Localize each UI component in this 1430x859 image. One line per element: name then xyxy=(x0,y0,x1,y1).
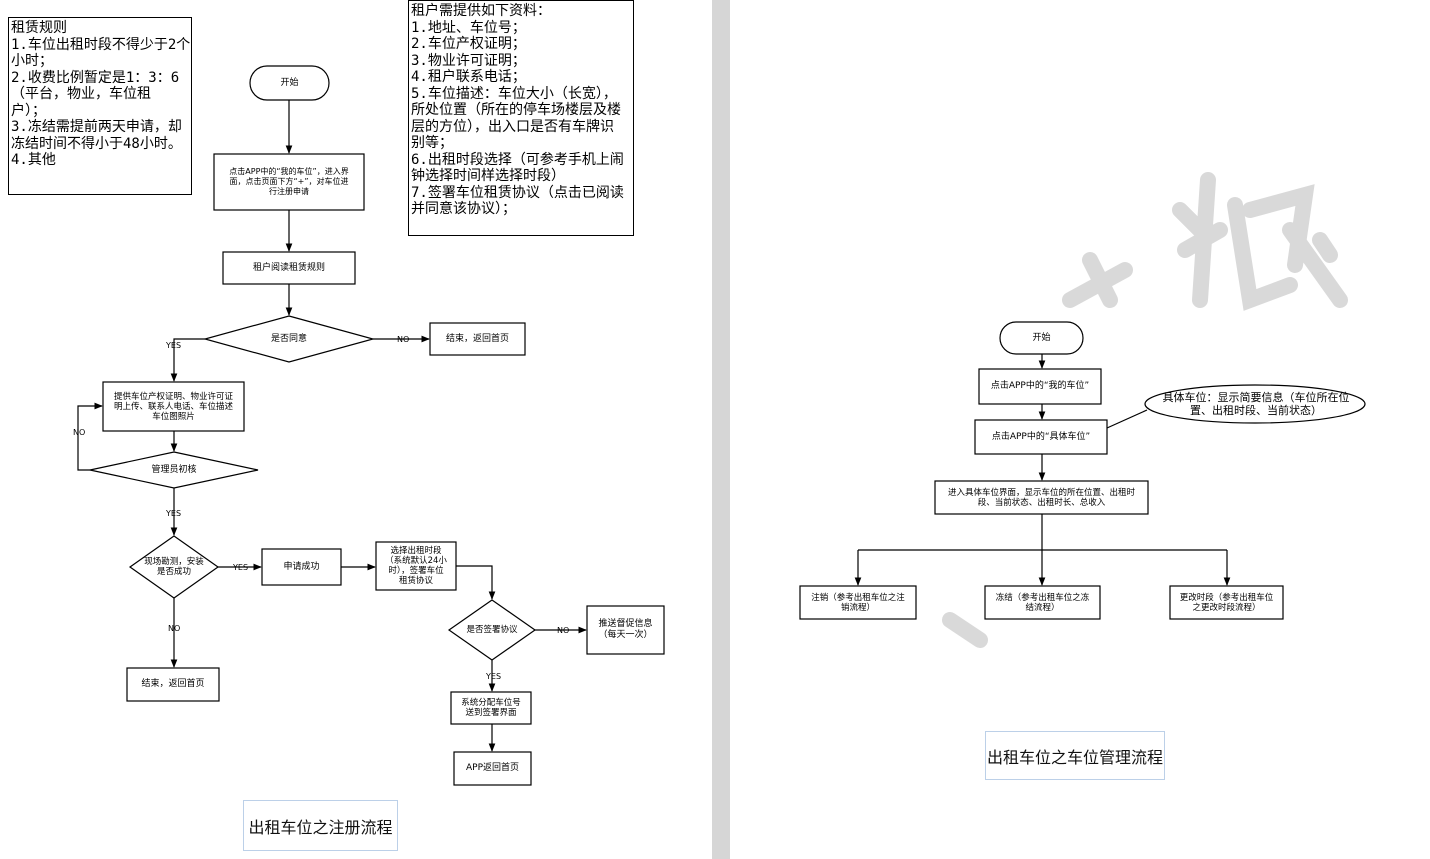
admin-review-decision: 管理员初核 xyxy=(151,464,197,475)
signed-decision: 是否签署协议 xyxy=(466,624,518,635)
materials-line: 4.租户联系电话； xyxy=(411,69,526,85)
right-page-caption: 出租车位之车位管理流程 xyxy=(985,731,1165,780)
read-rules-node-shape xyxy=(222,251,356,285)
left-page: 租赁规则 1.车位出租时段不得少于2个 小时； 2.收费比例暂定是1：3：6 （… xyxy=(0,0,712,859)
materials-line: 3.物业许可证明； xyxy=(411,52,526,69)
materials-line: 1.地址、车位号； xyxy=(411,19,526,36)
materials-line: 层的方位），出入口是否有车牌识 xyxy=(411,118,614,135)
rules-line: 1.车位出租时段不得少于2个 xyxy=(11,36,191,53)
edge-choose-signed xyxy=(456,565,496,600)
no-label: NO xyxy=(397,335,410,344)
tenant-materials-box: 租户需提供如下资料： 1.地址、车位号； 2.车位产权证明； 3.物业许可证明；… xyxy=(408,0,634,236)
rules-line: 冻结时间不得小于48小时。 xyxy=(11,135,182,152)
rules-line: 3.冻结需提前两天申请，却 xyxy=(11,119,182,135)
cancel-node: 注销（参考出租车位之注 销流程） xyxy=(811,592,905,613)
start-node: 开始 xyxy=(280,77,299,88)
agree-decision: 是否同意 xyxy=(270,333,307,344)
materials-line: 6.出租时段选择（可参考手机上闹 xyxy=(411,151,624,168)
rules-line: 租赁规则 xyxy=(11,20,67,36)
end-home-1-node: 结束，返回首页 xyxy=(445,333,509,344)
yes-label: YES xyxy=(166,341,182,350)
materials-line: 7.签署车位租赁协议（点击已阅读 xyxy=(411,184,624,201)
site-check-decision: 现场勘测，安装 是否成功 xyxy=(144,557,204,577)
change-period-node: 更改时段（参考出租车位 之更改时段流程） xyxy=(1179,592,1274,613)
no-label: NO xyxy=(73,428,86,437)
app-home-node: APP返回首页 xyxy=(465,763,519,773)
edge-agree-yes xyxy=(170,338,205,382)
end-home-1-node-shape xyxy=(429,322,526,356)
enter-register-node: 点击APP中的“我的车位”，进入界 面，点击页面下方“+”，对车位进 行注册申请 xyxy=(229,167,349,196)
specific-spot-node: 点击APP中的“具体车位” xyxy=(991,431,1091,442)
assign-spot-node-shape xyxy=(450,691,532,725)
push-reminder-node-shape xyxy=(586,605,665,655)
materials-line: 所处位置（所在的停车场楼层及楼 xyxy=(411,102,621,118)
yes-label: YES xyxy=(166,509,182,518)
watermark-shape xyxy=(942,172,1348,648)
assign-spot-node: 系统分配车位号 送到签署界面 xyxy=(461,698,521,718)
materials-line: 别等； xyxy=(411,135,453,151)
rules-line: 4.其他 xyxy=(11,152,56,168)
materials-line: 并同意该协议）； xyxy=(411,201,516,217)
right-page: 开始 点击APP中的“我的车位” 点击APP中的“具体车位” 具体车位：显示简要… xyxy=(730,0,1430,859)
rules-line: 2.收费比例暂定是1：3：6 xyxy=(11,69,180,86)
right-flowchart-lines xyxy=(799,321,1366,620)
spot-detail-node-shape xyxy=(934,480,1149,515)
rules-line: 小时； xyxy=(11,53,53,69)
choose-period-node-shape xyxy=(375,541,457,591)
yes-label: YES xyxy=(486,672,502,681)
no-label: NO xyxy=(168,624,181,633)
spot-info-note: 具体车位：显示简要信息（车位所在位 置、出租时段、当前状态） xyxy=(1162,391,1350,417)
end-home-2-node-shape xyxy=(126,667,220,702)
read-rules-node: 租户阅读租赁规则 xyxy=(252,262,325,273)
change-period-node-shape xyxy=(1169,585,1284,620)
choose-period-node: 选择出租时段 （系统默认24小 时），签署车位 租赁协议 xyxy=(385,546,447,586)
materials-line: 租户需提供如下资料： xyxy=(411,3,551,19)
freeze-node-shape xyxy=(984,585,1101,620)
no-label: NO xyxy=(557,626,570,635)
my-spot-node: 点击APP中的“我的车位” xyxy=(990,381,1090,391)
r-start-node: 开始 xyxy=(1032,332,1051,343)
edge-specific-info xyxy=(1106,409,1148,429)
app-home-node-shape xyxy=(453,751,532,786)
materials-line: 2.车位产权证明； xyxy=(411,36,526,52)
apply-ok-node-shape xyxy=(261,548,342,586)
materials-line: 钟选择时间样选择时段） xyxy=(411,168,565,184)
rules-line: 户）； xyxy=(11,102,46,119)
materials-line: 5.车位描述：车位大小（长宽）， xyxy=(411,85,617,102)
agree-decision-shape xyxy=(202,315,376,363)
enter-register-node-shape xyxy=(213,153,365,211)
apply-ok-node: 申请成功 xyxy=(283,561,320,572)
specific-spot-node-shape xyxy=(974,419,1108,455)
edge-review-no xyxy=(77,402,103,471)
spot-detail-node: 进入具体车位界面，显示车位的所在位置、出租时 段、当前状态、出租时长、总收入 xyxy=(947,487,1135,508)
cancel-node-shape xyxy=(799,585,917,620)
spot-info-ellipse-shape xyxy=(1144,384,1366,424)
provide-docs-node: 提供车位产权证明、物业许可证 明上传、联系人电话、车位描述 车位图照片 xyxy=(113,391,233,422)
push-reminder-node: 推送督促信息 （每天一次） xyxy=(598,619,653,640)
yes-label: YES xyxy=(233,563,249,572)
freeze-node: 冻结（参考出租车位之冻 结流程） xyxy=(995,592,1090,613)
left-page-caption: 出租车位之注册流程 xyxy=(243,800,398,851)
rules-line: （平台，物业，车位租 xyxy=(11,86,151,102)
page-gap xyxy=(712,0,730,859)
rental-rules-box: 租赁规则 1.车位出租时段不得少于2个 小时； 2.收费比例暂定是1：3：6 （… xyxy=(8,17,192,195)
my-spot-node-shape xyxy=(978,368,1102,405)
end-home-2-node: 结束，返回首页 xyxy=(141,679,205,689)
left-flowchart-lines xyxy=(77,65,665,786)
